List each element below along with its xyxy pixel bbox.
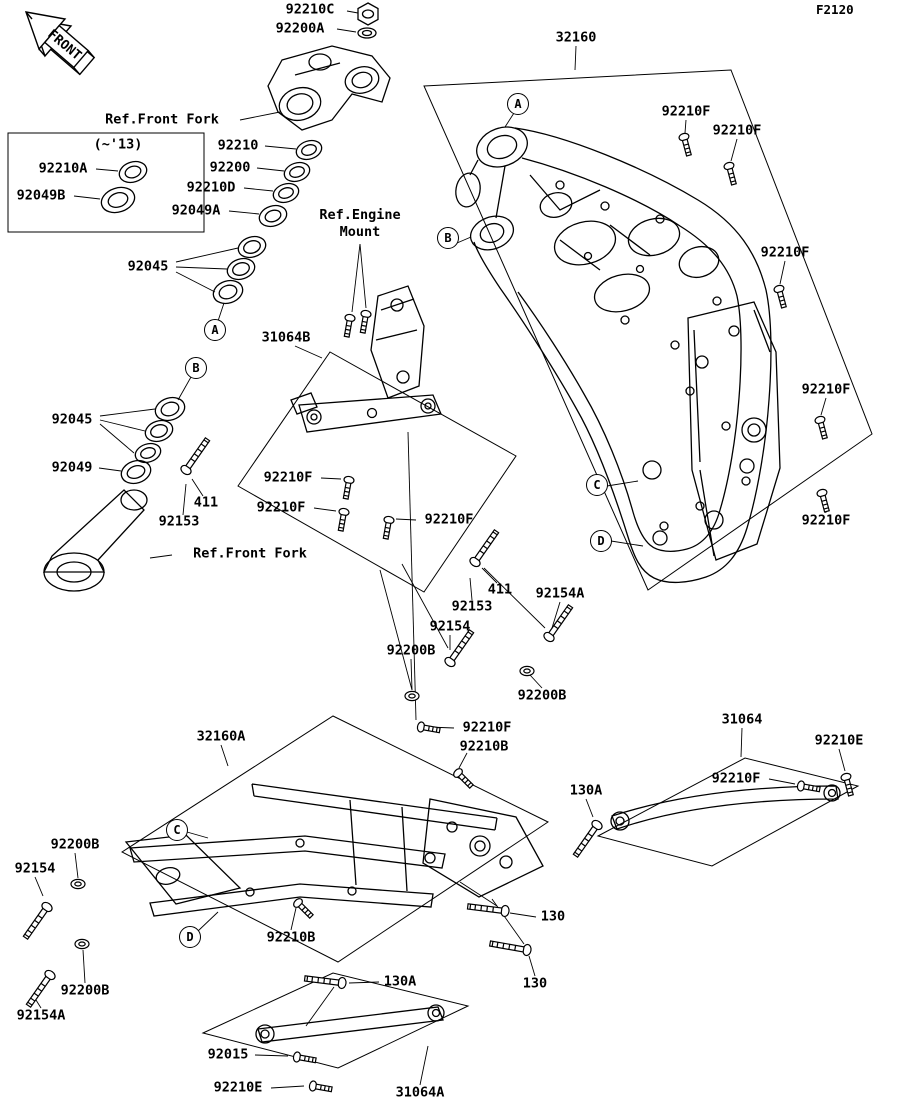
part-label-92210f: 92210F xyxy=(711,770,761,787)
part-label-ref-front-fork: Ref.Front Fork xyxy=(105,111,219,128)
part-label-92210: 92210 xyxy=(217,137,259,154)
part-label-92210c: 92210C xyxy=(285,1,335,18)
part-label-92153: 92153 xyxy=(451,598,493,615)
part-label-92210f: 92210F xyxy=(801,381,851,398)
part-label-92210f: 92210F xyxy=(256,499,306,516)
part-label-92210f: 92210F xyxy=(712,122,762,139)
part-label-92210b: 92210B xyxy=(459,738,509,755)
steering-stem-drawing xyxy=(42,2,391,592)
part-label-92200b: 92200B xyxy=(60,982,110,999)
callout-c: C xyxy=(166,819,188,841)
main-frame-drawing xyxy=(455,126,781,584)
part-label-ref-front-fork: Ref.Front Fork xyxy=(193,545,307,562)
part-label-31064: 31064 xyxy=(721,711,763,728)
part-label-92154a: 92154A xyxy=(535,585,585,602)
part-label-92200: 92200 xyxy=(209,159,251,176)
part-label-92049: 92049 xyxy=(51,459,93,476)
tie-rod-drawings xyxy=(255,784,841,1044)
part-label-92210b: 92210B xyxy=(266,929,316,946)
lower-frame-drawing xyxy=(124,783,544,917)
part-label-411: 411 xyxy=(193,494,219,511)
part-label-92210d: 92210D xyxy=(186,179,236,196)
part-label-92210f: 92210F xyxy=(424,511,474,528)
figure-code: F2120 xyxy=(816,2,854,17)
part-label-92210f: 92210F xyxy=(801,512,851,529)
part-label-31064a: 31064A xyxy=(395,1084,445,1101)
part-label-ref-engine-mount: Ref.Engine Mount xyxy=(319,207,401,240)
callout-d: D xyxy=(590,530,612,552)
part-label-92045: 92045 xyxy=(51,411,93,428)
part-label-92200b: 92200B xyxy=(517,687,567,704)
part-label-92153: 92153 xyxy=(158,513,200,530)
part-label-32160a: 32160A xyxy=(196,728,246,745)
part-label-92210a: 92210A xyxy=(38,160,88,177)
callout-c: C xyxy=(586,474,608,496)
part-label-92200b: 92200B xyxy=(386,642,436,659)
part-label-130a: 130A xyxy=(383,973,417,990)
callout-a: A xyxy=(507,93,529,115)
part-label-92210e: 92210E xyxy=(814,732,864,749)
part-label-92015: 92015 xyxy=(207,1046,249,1063)
callout-d: D xyxy=(179,926,201,948)
part-label-92210f: 92210F xyxy=(462,719,512,736)
part-label-92210f: 92210F xyxy=(661,103,711,120)
part-label-130: 130 xyxy=(522,975,548,992)
part-label-92049b: 92049B xyxy=(16,187,66,204)
part-label-92154: 92154 xyxy=(429,618,471,635)
part-label-92049a: 92049A xyxy=(171,202,221,219)
bearing-rings xyxy=(100,139,323,485)
callout-a: A xyxy=(204,319,226,341)
part-label-13: (~'13) xyxy=(93,136,143,153)
part-label-130: 130 xyxy=(540,908,566,925)
callout-b: B xyxy=(437,227,459,249)
part-label-92154: 92154 xyxy=(14,860,56,877)
part-label-31064b: 31064B xyxy=(261,329,311,346)
part-label-411: 411 xyxy=(487,581,513,598)
part-label-92210f: 92210F xyxy=(760,244,810,261)
part-label-92154a: 92154A xyxy=(16,1007,66,1024)
part-label-92200b: 92200B xyxy=(50,836,100,853)
engine-mount-bracket-drawing xyxy=(290,285,442,433)
part-label-92210f: 92210F xyxy=(263,469,313,486)
part-label-92045: 92045 xyxy=(127,258,169,275)
part-label-92210e: 92210E xyxy=(213,1079,263,1096)
part-label-92200a: 92200A xyxy=(275,20,325,37)
callout-b: B xyxy=(185,357,207,379)
part-label-130a: 130A xyxy=(569,782,603,799)
leader-lines xyxy=(34,10,846,1089)
part-label-32160: 32160 xyxy=(555,29,597,46)
